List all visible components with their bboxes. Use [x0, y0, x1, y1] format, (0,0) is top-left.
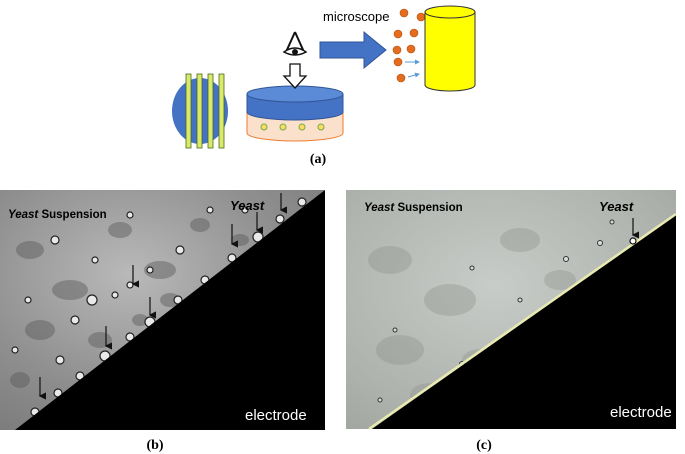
microscope-label: microscope	[323, 9, 389, 24]
yeast-particles	[392, 8, 426, 83]
down-arrow-icon	[282, 63, 308, 89]
electrode-label-b: electrode	[245, 407, 307, 424]
suspension-label-b: Yeast Suspension	[8, 209, 107, 221]
micrograph-c	[346, 190, 676, 429]
electrode-label-c: electrode	[610, 404, 672, 421]
schematic-panel: microscope (a)	[172, 5, 476, 167]
particle-motion-arrows	[405, 59, 420, 78]
yeast-label-b: Yeast	[230, 198, 265, 213]
electrode-region-b	[15, 190, 325, 430]
suspension-label-c: Yeast Suspension	[364, 202, 463, 214]
caption-b: (b)	[146, 438, 163, 453]
pointer-arrows-b	[38, 193, 287, 400]
eye-icon	[282, 31, 308, 56]
electrode-edge-c	[368, 212, 676, 429]
micrograph-b	[0, 190, 325, 430]
caption-c: (c)	[476, 438, 492, 453]
electrode-strips	[185, 73, 225, 149]
right-arrow-icon	[319, 30, 387, 70]
cylinder-chamber	[424, 5, 476, 92]
petri-dish	[246, 85, 344, 142]
yeast-label-c: Yeast	[599, 199, 634, 214]
caption-a: (a)	[310, 152, 327, 167]
trapped-yeast-cell-c	[629, 237, 637, 245]
